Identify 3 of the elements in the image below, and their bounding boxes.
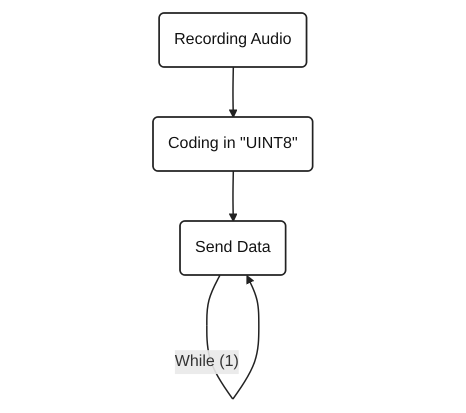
edge-label: While (1) [174, 353, 239, 370]
arrow [228, 172, 238, 222]
arrow [228, 68, 238, 118]
